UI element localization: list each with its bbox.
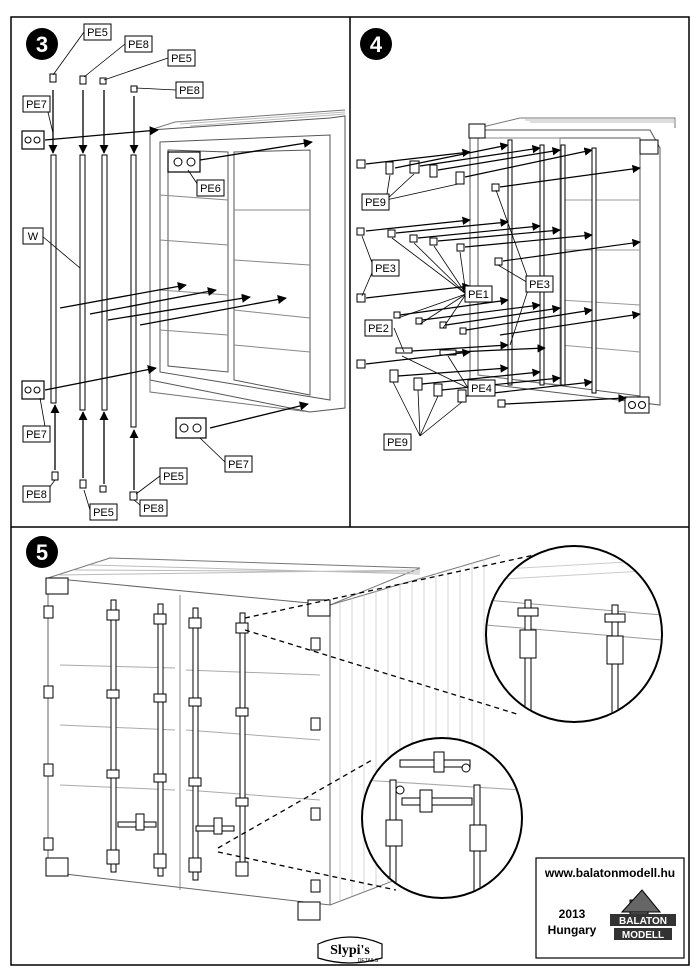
label-pe5: PE5 [163, 471, 184, 483]
step3-number: 3 [36, 32, 48, 57]
step3-container [149, 109, 346, 413]
label-pe3: PE3 [375, 263, 396, 275]
step5-hinges [43, 605, 321, 893]
zoom-detail-top [485, 545, 663, 723]
pe6-corner-casting [167, 151, 201, 173]
pe6-hole-icon [186, 157, 196, 167]
corner-casting [639, 139, 659, 155]
label-pe9: PE9 [365, 197, 386, 209]
label-pe8: PE8 [143, 503, 164, 515]
label-pe7: PE7 [26, 429, 47, 441]
label-pe8: PE8 [128, 39, 149, 51]
step5-panel: 5 [26, 536, 685, 964]
pe7-corner-right [175, 417, 207, 439]
step4-number: 4 [370, 32, 383, 57]
step3-top-parts [49, 73, 138, 93]
logo-text-top: BALATON [619, 916, 667, 927]
label-pe5: PE5 [93, 507, 114, 519]
label-w: W [28, 231, 39, 243]
zoom-detail-bottom [361, 737, 523, 899]
label-pe4: PE4 [471, 383, 492, 395]
step5-door-handles [117, 813, 235, 835]
step3-badge [26, 28, 58, 60]
step5-badge [26, 536, 58, 568]
corner-casting [307, 599, 331, 617]
label-pe2: PE2 [368, 323, 389, 335]
label-pe1: PE1 [468, 289, 489, 301]
step3-arrows [44, 90, 313, 490]
step4-leaders [361, 173, 531, 437]
label-pe7: PE7 [26, 99, 47, 111]
corner-casting [45, 857, 69, 877]
brand-sub: DETAILS [358, 958, 379, 964]
slypis-logo: Slypi's DETAILS [317, 936, 383, 964]
info-box [535, 857, 685, 959]
label-pe5: PE5 [171, 53, 192, 65]
step3-locking-rods [50, 154, 137, 428]
label-pe6: PE6 [200, 183, 221, 195]
label-pe8: PE8 [26, 489, 47, 501]
step4-container [469, 117, 676, 406]
label-pe5: PE5 [87, 27, 108, 39]
brand-name: Slypi's [330, 943, 370, 958]
country: Hungary [548, 923, 597, 937]
step5-rods [110, 599, 246, 881]
balaton-modell-logo: BALATON MODELL [610, 889, 676, 941]
logo-text-bottom: MODELL [622, 930, 664, 941]
label-pe9: PE9 [387, 437, 408, 449]
step4-badge [360, 28, 392, 60]
step3-panel: 3 [21, 23, 346, 521]
label-pe3: PE3 [529, 279, 550, 291]
step4-arrows [365, 142, 641, 405]
zoom-guides [217, 551, 549, 891]
step3-label-boxes [22, 23, 253, 521]
corner-casting [45, 577, 69, 595]
pe6-hole-icon [173, 157, 183, 167]
step4-panel: 4 [356, 28, 676, 451]
pe7-corner-bottom [21, 380, 45, 400]
step3-bottom-parts [51, 471, 138, 501]
step5-rod-guides [106, 609, 249, 877]
label-pe7: PE7 [228, 459, 249, 471]
corner-casting [297, 901, 321, 921]
step5-number: 5 [36, 540, 48, 565]
corner-casting [624, 396, 650, 414]
website-url[interactable]: www.balatonmodell.hu [544, 866, 675, 880]
label-pe8: PE8 [179, 85, 200, 97]
pe7-corner-top [21, 130, 45, 150]
step4-label-boxes [361, 193, 554, 451]
step4-rods [507, 139, 597, 394]
year: 2013 [559, 907, 586, 921]
corner-casting [468, 123, 486, 139]
